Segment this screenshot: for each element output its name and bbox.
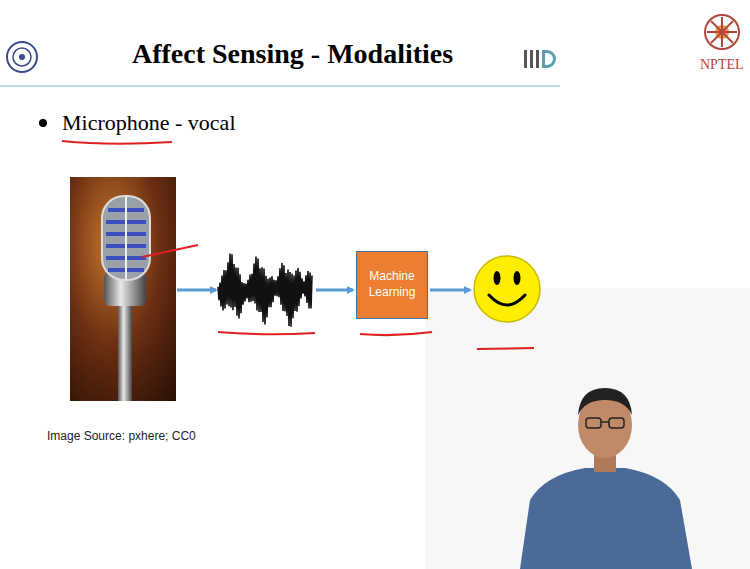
flow-arrow	[430, 289, 470, 292]
bullet-dot	[39, 119, 47, 127]
red-underline	[218, 332, 315, 334]
flow-arrow	[316, 289, 353, 292]
red-annotation	[142, 245, 198, 257]
image-credit: Image Source: pxhere; CC0	[47, 429, 196, 443]
presenter-figure	[520, 388, 692, 569]
microphone-image	[70, 177, 176, 401]
nptel-logo	[705, 15, 739, 49]
slide-title: Affect Sensing - Modalities	[132, 38, 453, 70]
red-underline	[62, 141, 172, 144]
red-underline	[477, 348, 534, 349]
audio-waveform	[218, 254, 312, 327]
logo-text: NPTEL	[700, 57, 744, 73]
bullet-text: Microphone - vocal	[62, 110, 236, 136]
box-label: Machine Learning	[361, 269, 423, 300]
red-underline	[360, 332, 432, 335]
process-box: Machine Learning	[356, 251, 428, 319]
institute-logo	[7, 42, 37, 72]
smiley-face	[474, 256, 540, 322]
flow-arrow	[177, 289, 216, 292]
iiitd-logo	[524, 50, 556, 68]
title-rule	[0, 85, 560, 86]
video-background	[425, 288, 750, 569]
